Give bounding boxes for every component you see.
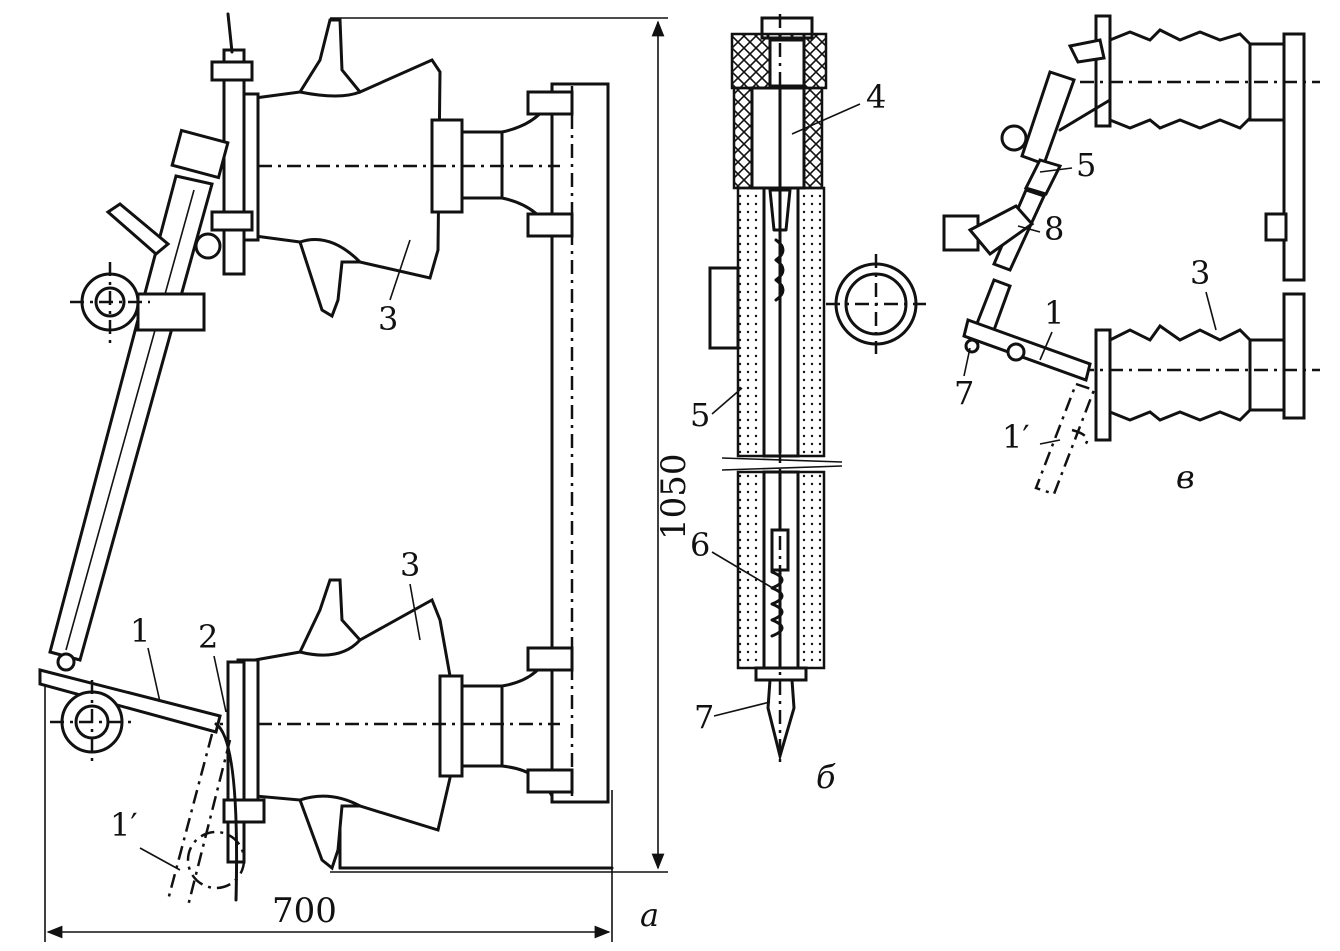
label-b-element: 4 (866, 78, 886, 116)
view-b: 4 5 6 7 б (690, 14, 926, 796)
label-b-tube: 5 (690, 396, 710, 434)
disconnector-a (38, 652, 246, 907)
label-c-pointer: 7 (954, 374, 974, 412)
label-c-tube: 5 (1076, 146, 1096, 184)
view-letter-c: в (1176, 458, 1195, 496)
label-a-disconnector-open: 1′ (110, 806, 138, 844)
insulator-bottom (200, 578, 560, 871)
view-a: 3 3 1 2 1′ 1050 700 а (38, 12, 694, 942)
view-letter-a: а (640, 896, 659, 934)
label-a-insulator-bottom: 3 (400, 546, 420, 584)
label-a-insulator-top: 3 (378, 300, 398, 338)
label-a-disconnector: 1 (130, 612, 150, 650)
label-c-disconnector-open: 1′ (1002, 418, 1030, 456)
label-a-contact: 2 (198, 618, 218, 656)
label-b-spring: 6 (690, 526, 710, 564)
label-c-holder: 8 (1044, 210, 1064, 248)
view-letter-b: б (816, 758, 836, 796)
insulator-top (200, 18, 560, 319)
label-c-disconnector: 1 (1044, 294, 1064, 332)
fuse-tube-a (48, 128, 230, 662)
view-c: 5 8 3 1 7 1′ в (942, 14, 1320, 496)
dimension-width: 700 (272, 891, 337, 931)
label-c-insulator: 3 (1190, 254, 1210, 292)
dimension-height: 1050 (654, 453, 694, 540)
label-b-pointer: 7 (694, 698, 714, 736)
